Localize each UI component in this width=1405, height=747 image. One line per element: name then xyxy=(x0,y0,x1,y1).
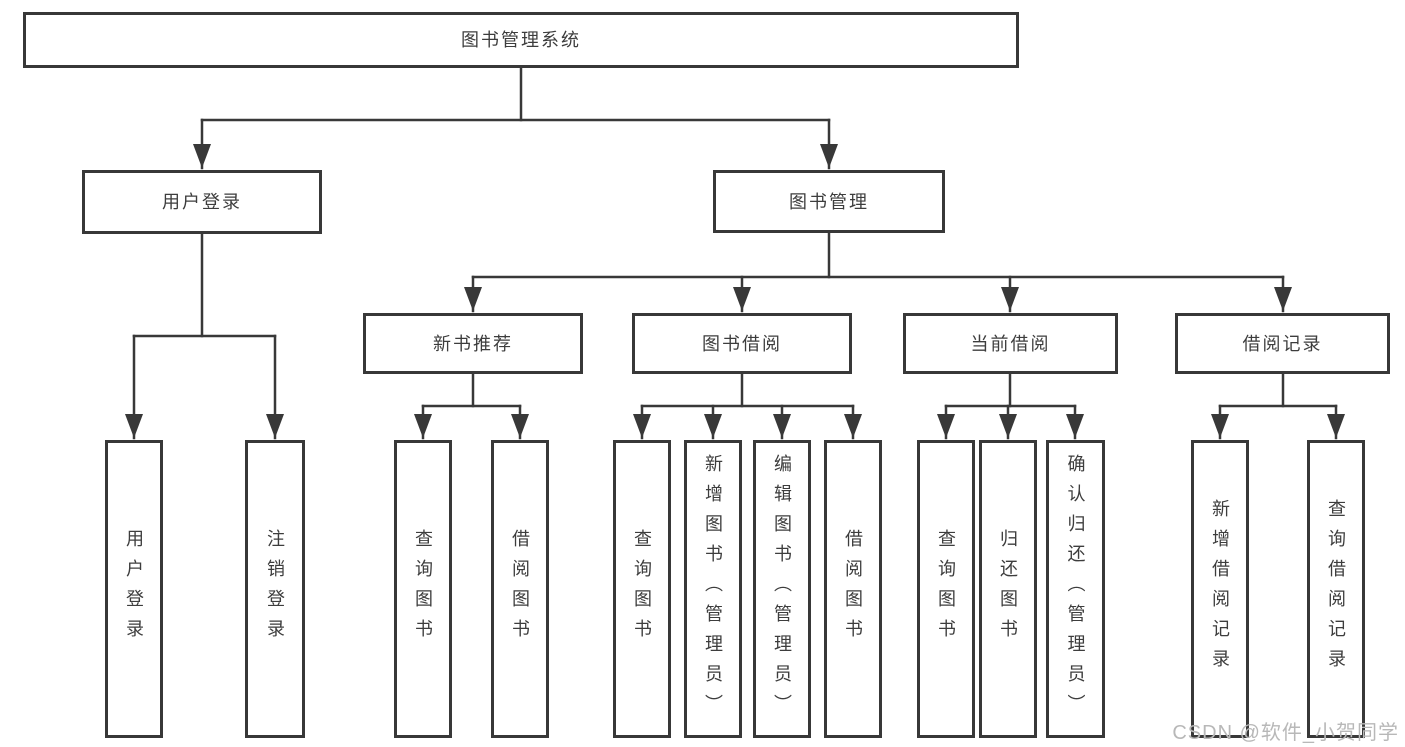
node-book-borrow: 图书借阅 xyxy=(632,313,852,374)
leaf-label: 查询借阅记录 xyxy=(1326,499,1346,679)
node-book-management: 图书管理 xyxy=(713,170,945,233)
leaf-label: 编辑图书（管理员） xyxy=(772,454,792,724)
leaf-add-borrow-record: 新增借阅记录 xyxy=(1191,440,1249,738)
leaf-label: 新增借阅记录 xyxy=(1210,499,1230,679)
leaf-label: 注销登录 xyxy=(265,529,285,649)
leaf-label: 归还图书 xyxy=(998,529,1018,649)
leaf-label: 借阅图书 xyxy=(510,529,530,649)
node-user-login: 用户登录 xyxy=(82,170,322,234)
leaf-borrow-book: 借阅图书 xyxy=(824,440,882,738)
node-current-borrow: 当前借阅 xyxy=(903,313,1118,374)
leaf-query-book-recommend: 查询图书 xyxy=(394,440,452,738)
leaf-query-book-borrow: 查询图书 xyxy=(613,440,671,738)
leaf-label: 查询图书 xyxy=(936,529,956,649)
leaf-return-book: 归还图书 xyxy=(979,440,1037,738)
leaf-label: 新增图书（管理员） xyxy=(703,454,723,724)
watermark: CSDN @软件_小贺同学 xyxy=(1172,722,1399,744)
leaf-label: 查询图书 xyxy=(413,529,433,649)
leaf-logout: 注销登录 xyxy=(245,440,305,738)
leaf-label: 借阅图书 xyxy=(843,529,863,649)
leaf-borrow-book-recommend: 借阅图书 xyxy=(491,440,549,738)
node-borrow-records: 借阅记录 xyxy=(1175,313,1390,374)
leaf-query-borrow-record: 查询借阅记录 xyxy=(1307,440,1365,738)
node-library-management-system: 图书管理系统 xyxy=(23,12,1019,68)
leaf-add-book-admin: 新增图书（管理员） xyxy=(684,440,742,738)
leaf-label: 确认归还（管理员） xyxy=(1065,454,1086,724)
leaf-edit-book-admin: 编辑图书（管理员） xyxy=(753,440,811,738)
leaf-user-login: 用户登录 xyxy=(105,440,163,738)
leaf-confirm-return-admin: 确认归还（管理员） xyxy=(1046,440,1105,738)
node-new-book-recommend: 新书推荐 xyxy=(363,313,583,374)
leaf-label: 用户登录 xyxy=(124,529,144,649)
leaf-query-book-current: 查询图书 xyxy=(917,440,975,738)
leaf-label: 查询图书 xyxy=(632,529,652,649)
